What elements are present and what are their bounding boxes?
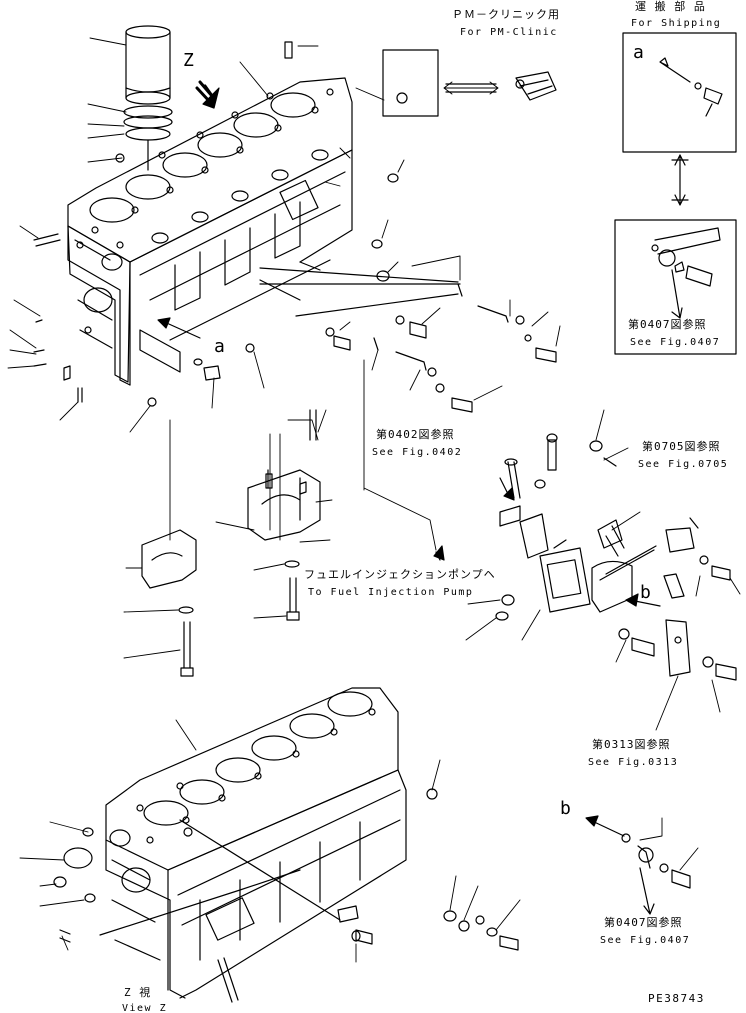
fig0705-ref-en: See Fig.0705	[638, 459, 729, 470]
shipping-box	[614, 32, 737, 355]
upper-cylinder-block	[67, 77, 353, 386]
view-z-label-en: View Z	[122, 1003, 168, 1013]
fuel-pump-label-jp: フュエルインジェクションポンプヘ	[304, 568, 496, 581]
fig0402-ref-en: See Fig.0402	[372, 447, 463, 458]
pm-clinic-label-jp: ＰＭ－クリニック用	[452, 8, 560, 21]
small-parts-top	[33, 41, 307, 495]
fig0705-ref-jp: 第0705図参照	[642, 440, 721, 453]
fig0407-ref-jp: 第0407図参照	[628, 318, 707, 331]
view-z-arrow	[195, 80, 220, 109]
main-bearing-caps	[141, 409, 321, 677]
marker-b-pipe: b	[640, 582, 651, 603]
pm-clinic-box	[382, 49, 557, 117]
pm-clinic-label-en: For PM-Clinic	[460, 27, 558, 38]
shipping-label-en: For Shipping	[631, 18, 722, 29]
reference-arrows	[157, 317, 661, 837]
fig0402-ref-jp: 第0402図参照	[376, 428, 455, 441]
fig0407-ref-en: See Fig.0407	[630, 337, 721, 348]
marker-b-detail: b	[560, 798, 571, 819]
marker-z: Z	[183, 50, 194, 71]
lower-cylinder-block	[53, 687, 519, 1003]
cylinder-liner	[123, 25, 173, 171]
fuel-pump-label-en: To Fuel Injection Pump	[308, 587, 474, 598]
shipping-label-jp: 運 搬 部 品	[635, 0, 706, 13]
water-pipe-assembly	[495, 433, 737, 681]
leader-lines	[7, 37, 741, 963]
fig0407b-ref-en: See Fig.0407	[600, 935, 691, 946]
marker-a-block: a	[214, 336, 225, 357]
fig0313-ref-en: See Fig.0313	[588, 757, 679, 768]
marker-a-shipping: a	[633, 42, 644, 63]
right-side-parts	[259, 173, 557, 413]
view-z-label-jp: Z 視	[124, 986, 152, 999]
fig0313-ref-jp: 第0313図参照	[592, 738, 671, 751]
fig0407b-ref-jp: 第0407図参照	[604, 916, 683, 929]
part-code: PE38743	[648, 992, 705, 1005]
b-detail	[621, 833, 691, 915]
